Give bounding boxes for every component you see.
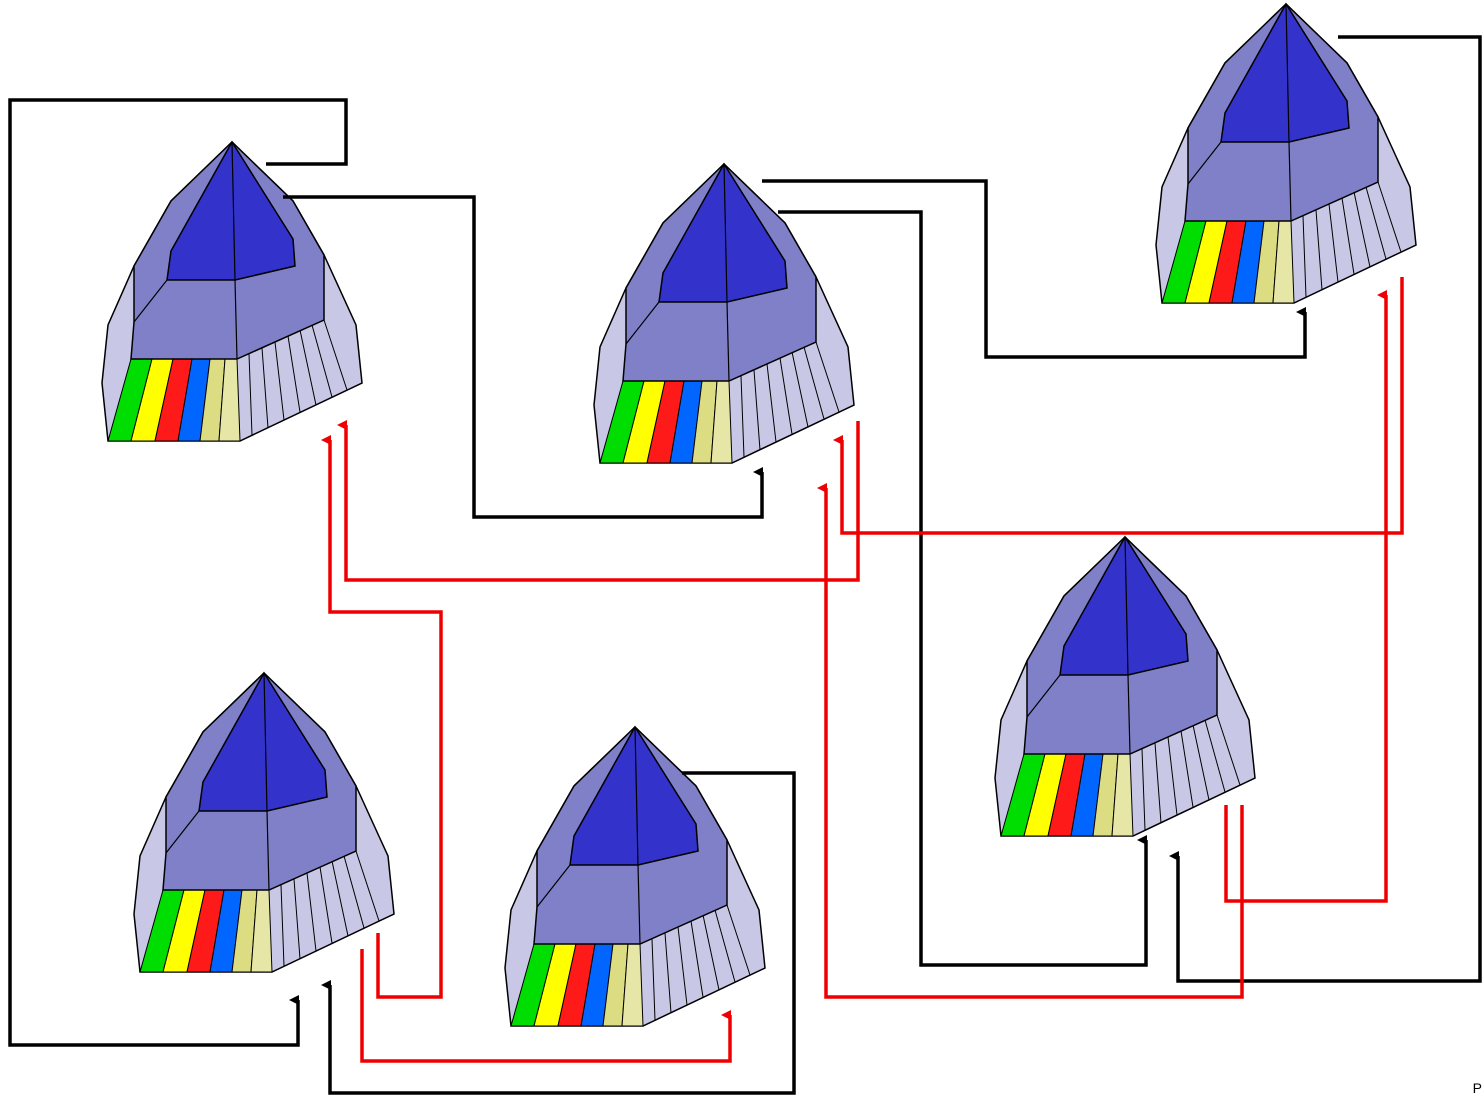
red-connector-b-to-a [337,420,860,582]
red-connector-c-to-b [833,277,1404,535]
black-connector-f-to-e [321,771,796,1095]
pyramid-c-icon [1155,3,1417,304]
red-connector-d-to-b [817,483,1244,999]
red-connector-d-to-c [1224,290,1388,903]
black-connector-a-to-e [8,98,348,1047]
corner-label: P [1472,1080,1482,1096]
pyramid-a-icon [101,141,363,442]
pyramid-d-icon [994,536,1256,837]
pyramid-b-icon [593,163,855,464]
black-connector-c-to-d [1169,35,1482,983]
black-connector-b-to-d [778,210,1148,967]
pyramid-e-icon [133,672,395,973]
red-connector-e-to-f [360,949,732,1063]
red-connector-e-to-a [321,435,443,999]
black-connector-a-to-b [283,195,764,519]
black-connector-b-to-c [762,179,1307,359]
